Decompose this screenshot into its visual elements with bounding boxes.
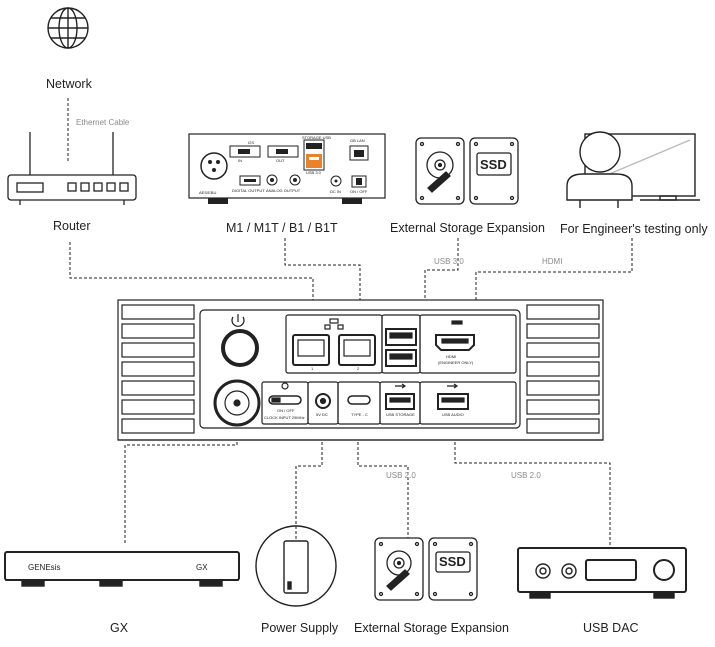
- m1-on-off-label: ON / OFF: [350, 189, 368, 194]
- usb-storage-label: USB STORAGE: [386, 412, 415, 417]
- engineer-label: For Engineer's testing only: [560, 222, 708, 236]
- m1-label: M1 / M1T / B1 / B1T: [226, 221, 338, 235]
- router-icon: [7, 132, 137, 205]
- gx-device-icon: [4, 551, 240, 587]
- engineer-monitor-icon: [566, 131, 700, 208]
- m1-storage-usb-label: STORAGE USB: [302, 135, 331, 140]
- ethernet-cable-label: Ethernet Cable: [76, 118, 130, 127]
- dac-line: [454, 422, 611, 545]
- network-label: Network: [46, 77, 92, 91]
- m1-out-label: OUT: [276, 158, 285, 163]
- power-supply-label: Power Supply: [261, 621, 339, 635]
- typec-label: TYPE - C: [351, 412, 368, 417]
- m1-aes-label: AES/EBU: [199, 190, 217, 195]
- power-icon: [221, 314, 259, 367]
- usb20-left-label: USB 2.0: [386, 471, 416, 480]
- m1-i2s-label: I2S: [248, 140, 255, 145]
- ssd-icon-bottom: [428, 537, 478, 601]
- storage-bottom-line: [357, 422, 409, 538]
- usb-icon: [395, 383, 407, 389]
- router-label: Router: [53, 219, 91, 233]
- external-storage-bottom-label: External Storage Expansion: [354, 621, 509, 635]
- dac-icon: [517, 547, 687, 599]
- m1-digital-output-label: DIGITAL OUTPUT: [232, 188, 265, 193]
- external-storage-top-label: External Storage Expansion: [390, 221, 545, 235]
- gx-badge: GX: [196, 563, 208, 572]
- m1-usb30-label: USB 3.0: [306, 170, 321, 175]
- m1-in-label: IN: [238, 158, 242, 163]
- psu-icon: [255, 525, 337, 607]
- hdmi-port-label: HDMI: [446, 354, 456, 359]
- usb-dac-label: USB DAC: [583, 621, 639, 635]
- bottom-port-row: [213, 379, 517, 427]
- hdmi-note-label: (ENGINEER ONLY): [438, 360, 474, 365]
- hdmi-port-group: [419, 314, 517, 374]
- usb30-label: USB 3.0: [434, 257, 464, 266]
- clock-input-label: CLOCK INPUT 25MHz: [264, 415, 305, 420]
- ssd-label-top: SSD: [480, 157, 507, 172]
- m1-gb-lan-label: GB LAN: [350, 138, 365, 143]
- hard-drive-icon-bottom: [374, 537, 424, 601]
- usb20-right-label: USB 2.0: [511, 471, 541, 480]
- power-line: [295, 422, 323, 540]
- clock-icon: [281, 382, 289, 390]
- usb-audio-label: USB AUDIO: [442, 412, 464, 417]
- hdmi-label: HDMI: [542, 257, 563, 266]
- genesis-brand: GENEsis: [28, 563, 60, 572]
- ssd-icon: [469, 137, 519, 205]
- lan1-label: 1: [311, 366, 314, 371]
- m1-rear-panel-icon: [188, 133, 386, 204]
- hdmi-line: [475, 238, 633, 330]
- dc-label: 5V DC: [316, 412, 328, 417]
- globe-icon: [47, 7, 89, 49]
- m1-analog-output-label: ANALOG OUTPUT: [266, 188, 301, 193]
- clock-label: ON / OFF: [277, 408, 295, 413]
- main-device: [117, 299, 604, 441]
- lan2-label: 2: [357, 366, 360, 371]
- m1-dc-in-label: DC IN: [330, 189, 341, 194]
- gx-label: GX: [110, 621, 129, 635]
- ethernet-icon: [324, 318, 344, 330]
- hard-drive-icon: [415, 137, 465, 205]
- ssd-label-bottom: SSD: [439, 554, 466, 569]
